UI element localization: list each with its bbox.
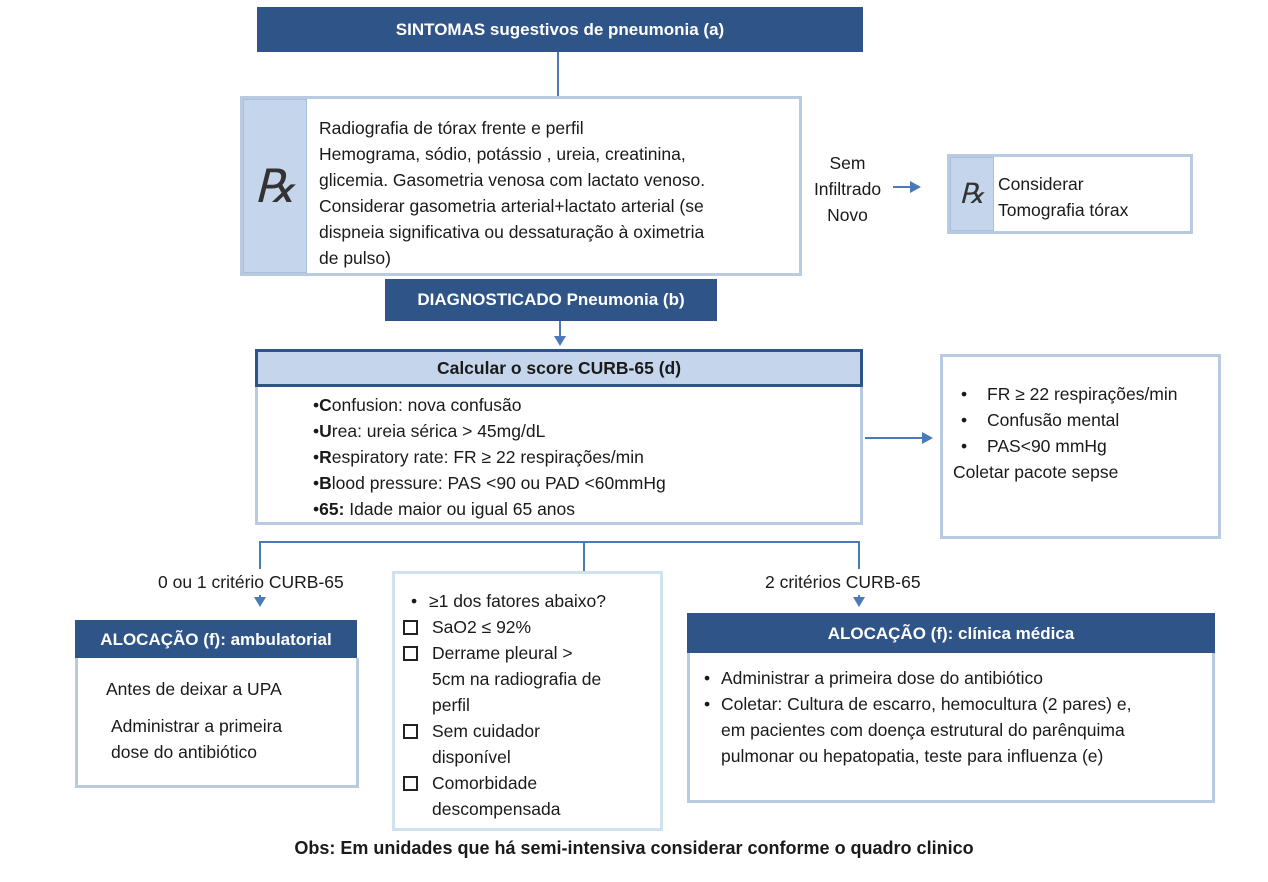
tomography-line: Considerar <box>998 174 1084 194</box>
arrow-line <box>893 186 911 188</box>
arrow-head <box>910 181 921 193</box>
exams-box: ℞ Radiografia de tórax frente e perfil H… <box>240 96 802 276</box>
tomography-text: Considerar Tomografia tórax <box>998 171 1188 223</box>
curb-title: Calcular o score CURB-65 (d) <box>436 357 682 378</box>
tomography-box: ℞ Considerar Tomografia tórax <box>947 154 1193 234</box>
curb-item: •65: Idade maior ou igual 65 anos <box>313 499 576 519</box>
curb-item: •Blood pressure: PAS <90 ou PAD <60mmHg <box>313 473 666 493</box>
curb-criteria: •Confusion: nova confusão •Urea: ureia s… <box>313 392 853 522</box>
curb-box: Calcular o score CURB-65 (d) •Confusion:… <box>255 349 863 525</box>
clinical-bullet: • Coletar: Cultura de escarro, hemocultu… <box>704 694 1132 766</box>
branch-horizontal-line <box>259 541 860 543</box>
clinical-bullet: •Administrar a primeira dose do antibiót… <box>704 668 1043 688</box>
no-infiltrate-line: Novo <box>827 205 868 225</box>
sepsis-footer: Coletar pacote sepse <box>953 462 1119 482</box>
sepsis-criterion: FR ≥ 22 respirações/min <box>953 381 1218 407</box>
clinical-header: ALOCAÇÃO (f): clínica médica <box>687 613 1215 655</box>
clinical-text: •Administrar a primeira dose do antibiót… <box>696 665 1211 769</box>
checkbox-icon <box>403 620 418 635</box>
risk-factors-box: •≥1 dos fatores abaixo? SaO2 ≤ 92% Derra… <box>392 571 663 831</box>
factor-item: SaO2 ≤ 92% <box>403 614 658 640</box>
sepsis-text: FR ≥ 22 respirações/min Confusão mental … <box>953 381 1218 485</box>
rx-strip: ℞ <box>243 99 307 273</box>
exams-line: glicemia. Gasometria venosa com lactato … <box>319 170 706 190</box>
ambulatory-box: Antes de deixar a UPA Administrar a prim… <box>75 658 359 788</box>
connector-line <box>557 52 559 98</box>
risk-factors-text: •≥1 dos fatores abaixo? SaO2 ≤ 92% Derra… <box>403 588 658 822</box>
arrow-head <box>254 597 266 607</box>
branch-center-line <box>583 541 585 571</box>
exams-line: de pulso) <box>319 248 391 268</box>
sepsis-criterion: Confusão mental <box>953 407 1218 433</box>
exams-text: Radiografia de tórax frente e perfil Hem… <box>319 115 799 271</box>
arrow-line <box>865 437 923 439</box>
branch-right-label: 2 critérios CURB-65 <box>765 569 965 595</box>
no-infiltrate-line: Sem <box>829 153 866 173</box>
clinical-title: ALOCAÇÃO (f): clínica médica <box>827 624 1075 643</box>
no-infiltrate-line: Infiltrado <box>813 179 882 199</box>
ambulatory-title: ALOCAÇÃO (f): ambulatorial <box>100 630 332 649</box>
exams-line: Radiografia de tórax frente e perfil <box>319 118 584 138</box>
sepsis-criterion: PAS<90 mmHg <box>953 433 1218 459</box>
ambulatory-line: dose do antibiótico <box>111 742 257 762</box>
clinical-box: •Administrar a primeira dose do antibiót… <box>687 653 1215 803</box>
diagnosed-title: DIAGNOSTICADO Pneumonia (b) <box>417 290 685 309</box>
symptoms-title: SINTOMAS sugestivos de pneumonia (a) <box>395 19 725 39</box>
rx-icon: ℞ <box>959 179 985 210</box>
rx-strip: ℞ <box>950 157 994 231</box>
branch-left-label: 0 ou 1 critério CURB-65 <box>158 569 378 595</box>
exams-line: Considerar gasometria arterial+lactato a… <box>319 196 704 216</box>
diagnosed-header: DIAGNOSTICADO Pneumonia (b) <box>385 279 717 321</box>
curb-item: •Confusion: nova confusão <box>313 395 522 415</box>
exams-line: Hemograma, sódio, potássio , ureia, crea… <box>319 144 686 164</box>
ambulatory-line: Antes de deixar a UPA <box>106 679 282 699</box>
curb-item: •Urea: ureia sérica > 45mg/dL <box>313 421 546 441</box>
checkbox-icon <box>403 776 418 791</box>
sepsis-box: FR ≥ 22 respirações/min Confusão mental … <box>940 354 1221 539</box>
exams-line: dispneia significativa ou dessaturação à… <box>319 222 705 242</box>
symptoms-header: SINTOMAS sugestivos de pneumonia (a) <box>257 7 863 52</box>
arrow-head <box>853 597 865 607</box>
curb-title-bar: Calcular o score CURB-65 (d) <box>255 349 863 387</box>
checkbox-icon <box>403 646 418 661</box>
ambulatory-instruction: Administrar a primeira dose do antibióti… <box>111 713 356 765</box>
factors-question: •≥1 dos fatores abaixo? <box>411 591 606 611</box>
curb-item: •Respiratory rate: FR ≥ 22 respirações/m… <box>313 447 644 467</box>
tomography-line: Tomografia tórax <box>998 200 1129 220</box>
no-infiltrate-label: Sem Infiltrado Novo <box>800 150 895 228</box>
ambulatory-header: ALOCAÇÃO (f): ambulatorial <box>75 620 357 660</box>
ambulatory-line: Administrar a primeira <box>111 716 283 736</box>
arrow-head <box>922 432 933 444</box>
checkbox-icon <box>403 724 418 739</box>
footnote: Obs: Em unidades que há semi-intensiva c… <box>294 838 974 858</box>
connector-line <box>559 321 561 337</box>
arrow-head <box>554 336 566 346</box>
rx-icon: ℞ <box>254 161 296 212</box>
